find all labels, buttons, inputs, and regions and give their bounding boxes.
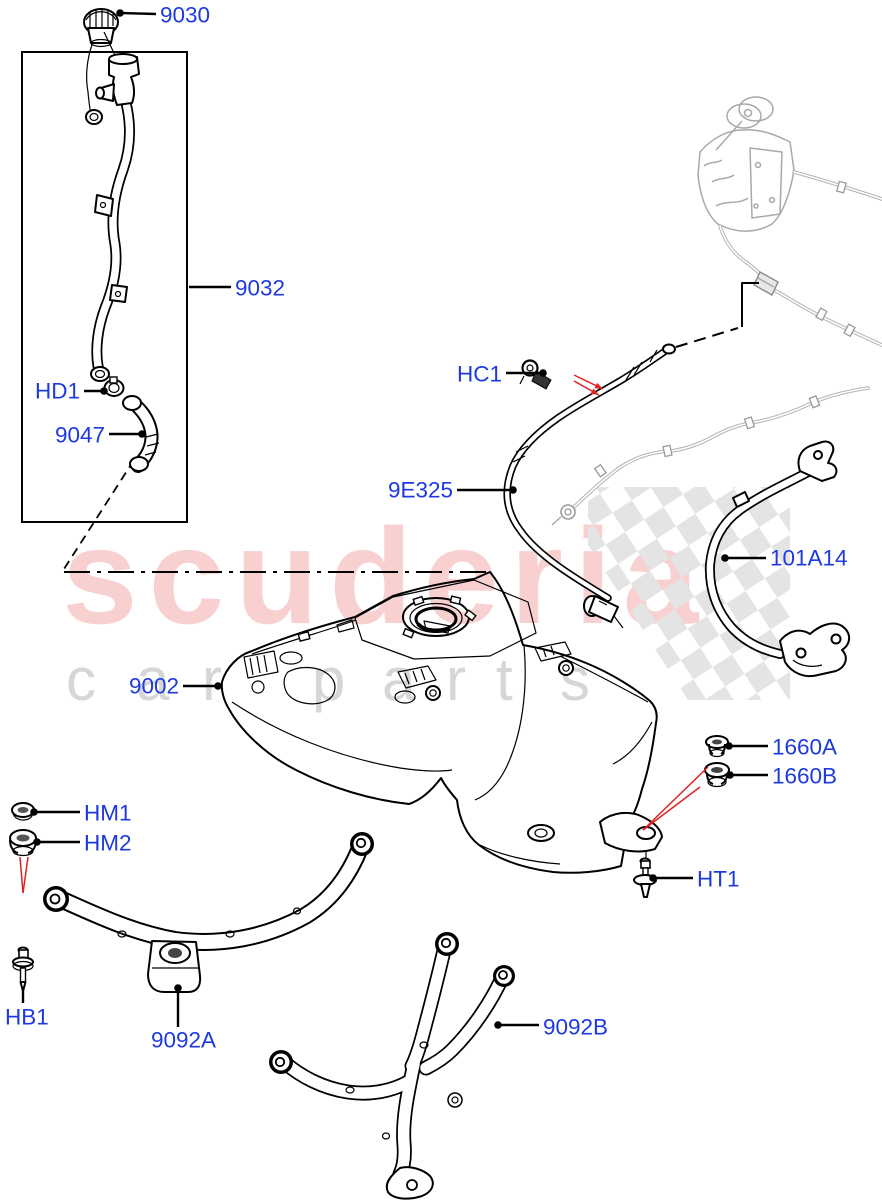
watermark-subtitle-letter-1: a — [136, 646, 170, 713]
leader-dot-9002 — [214, 682, 222, 690]
watermark-subtitle-letter-6: t — [496, 646, 513, 713]
watermark-subtitle-letter-3: p — [312, 646, 345, 713]
part-label-HD1[interactable]: HD1 — [35, 379, 80, 404]
watermark-subtitle-letter-5: r — [446, 646, 466, 713]
part-label-HC1[interactable]: HC1 — [457, 362, 502, 387]
watermark-subtitle-letter-0: c — [66, 646, 96, 713]
red-pointer-arrowhead — [590, 388, 599, 395]
part-label-101A14[interactable]: 101A14 — [770, 546, 848, 571]
filler-pipe-box — [21, 51, 188, 523]
watermark-subtitle-letter-7: s — [560, 646, 590, 713]
leader-line-9030 — [121, 11, 157, 16]
red-pointer-line — [642, 766, 709, 831]
watermark-checkered-flag — [588, 487, 790, 700]
part-label-9047[interactable]: 9047 — [55, 423, 105, 448]
vapour-hose-9e325-drawing — [503, 343, 676, 629]
watermark-subtitle-letter-2: r — [202, 646, 222, 713]
part-label-1660A[interactable]: 1660A — [772, 735, 837, 760]
leader-dot-9092B — [494, 1021, 502, 1029]
part-label-9002[interactable]: 9002 — [129, 674, 179, 699]
vent-line-reference-drawing — [551, 386, 870, 526]
leader-dot-101A14 — [721, 554, 729, 562]
red-pointer-lines — [19, 374, 709, 894]
fuel-filler-pipe-drawing — [90, 53, 140, 382]
bolt-hb1-drawing — [12, 946, 34, 992]
part-label-HM2[interactable]: HM2 — [84, 831, 132, 856]
quick-connector-fitting — [753, 271, 779, 296]
red-pointer-arrowhead — [594, 382, 603, 389]
part-label-HB1[interactable]: HB1 — [5, 1005, 49, 1030]
leader-dot-1660B — [726, 771, 734, 779]
leader-dot-HM1 — [30, 808, 38, 816]
leader-dot-1660A — [725, 742, 733, 750]
grommet-1660b-drawing — [704, 762, 730, 788]
leader-dot-HT1 — [649, 874, 657, 882]
leader-dot-9047 — [138, 430, 146, 438]
part-label-9E325[interactable]: 9E325 — [388, 478, 453, 503]
filler-hose-9047-drawing — [122, 395, 160, 473]
leader-dot-9E325 — [509, 486, 517, 494]
part-label-HM1[interactable]: HM1 — [84, 801, 132, 826]
hose-clip-hc1-drawing — [519, 359, 552, 390]
red-pointer-line — [22, 856, 29, 894]
evap-canister-reference-drawing — [697, 96, 882, 347]
part-label-9092A[interactable]: 9092A — [151, 1028, 216, 1053]
leader-dot-HD1 — [100, 387, 108, 395]
leader-dot-HC1 — [539, 369, 547, 377]
support-tube-101a14-drawing — [704, 440, 851, 678]
red-pointer-line — [642, 786, 701, 831]
leader-dot-HM2 — [33, 838, 41, 846]
hose-clamp-hd1-drawing — [103, 376, 125, 397]
spacer-hm2-drawing — [9, 829, 37, 857]
leader-dot-9030 — [116, 9, 124, 17]
tank-bracket-9092b-drawing — [269, 932, 515, 1200]
part-label-HT1[interactable]: HT1 — [697, 867, 740, 892]
part-label-9092B[interactable]: 9092B — [543, 1015, 608, 1040]
fuel-filler-cap-drawing — [83, 8, 123, 125]
grommet-1660a-drawing — [705, 735, 729, 758]
red-pointer-line — [19, 856, 24, 894]
part-label-9032[interactable]: 9032 — [235, 276, 285, 301]
phantom-lines — [63, 282, 759, 573]
tank-strap-9092a-drawing — [43, 832, 374, 993]
part-label-1660B[interactable]: 1660B — [772, 764, 837, 789]
watermark-subtitle-letter-4: a — [382, 646, 416, 713]
fuel-tank-drawing — [220, 571, 663, 874]
leader-dot-9092A — [174, 984, 182, 992]
part-label-9030[interactable]: 9030 — [160, 3, 210, 28]
